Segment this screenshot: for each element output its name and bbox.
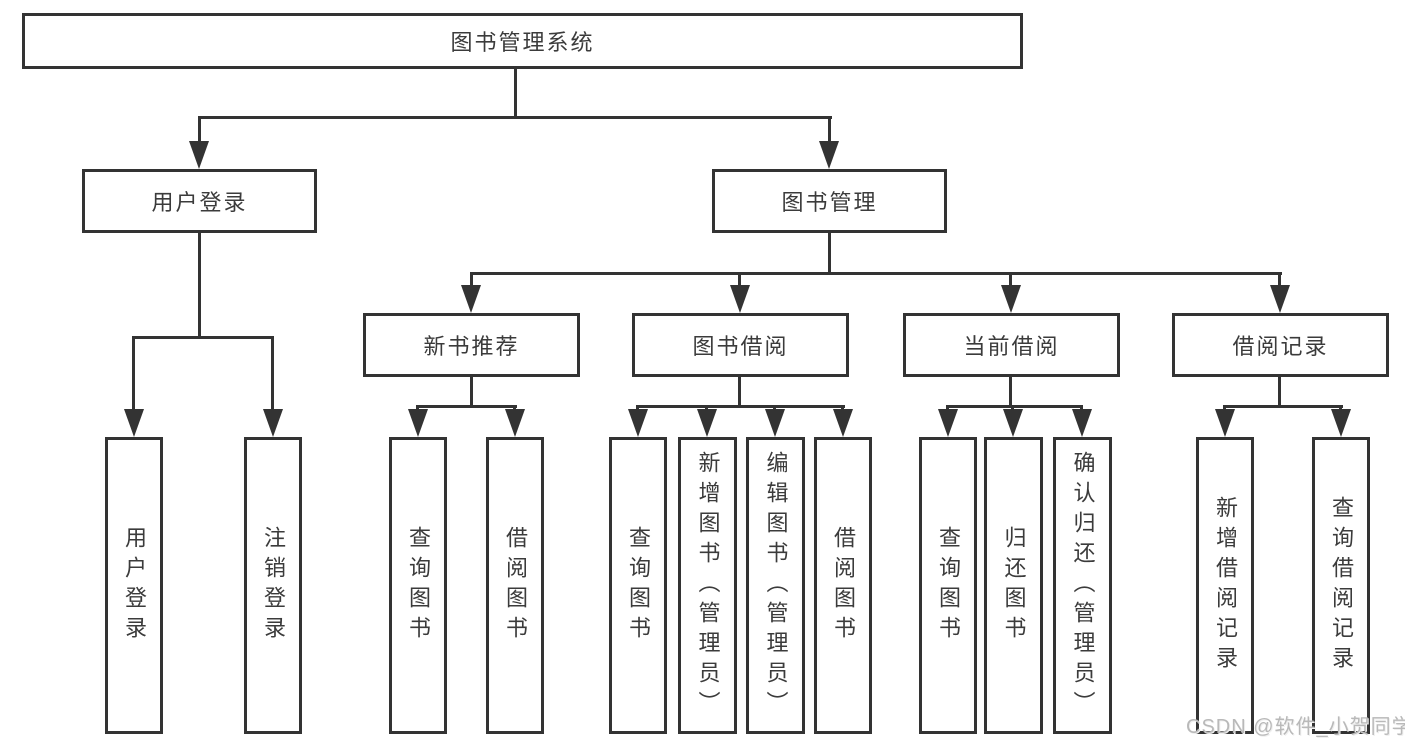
- leaf-label: 编辑图书（管理员）: [763, 450, 789, 721]
- connector-line: [198, 116, 832, 119]
- leaf-add-books-admin: 新增图书（管理员）: [678, 437, 737, 734]
- arrowhead: [1331, 409, 1351, 437]
- node-new-book-recommendation: 新书推荐: [363, 313, 580, 377]
- leaf-label: 注销登录: [261, 525, 286, 646]
- leaf-user-login: 用户登录: [105, 437, 163, 734]
- leaf-label: 确认归还（管理员）: [1070, 450, 1096, 721]
- node-label: 新书推荐: [423, 334, 520, 359]
- node-book-management: 图书管理: [712, 169, 947, 233]
- node-user-login: 用户登录: [82, 169, 317, 233]
- arrowhead: [505, 409, 525, 437]
- arrowhead: [628, 409, 648, 437]
- arrowhead: [765, 409, 785, 437]
- connector-line: [470, 377, 473, 407]
- connector-line: [514, 68, 517, 118]
- connector-line: [1278, 377, 1281, 407]
- leaf-borrow-books-rec: 借阅图书: [486, 437, 544, 734]
- node-borrowing-records: 借阅记录: [1172, 313, 1389, 377]
- leaf-edit-books-admin: 编辑图书（管理员）: [746, 437, 805, 734]
- leaf-borrow-books: 借阅图书: [814, 437, 872, 734]
- arrowhead: [189, 141, 209, 169]
- node-library-management-system: 图书管理系统: [22, 13, 1023, 69]
- arrowhead: [124, 409, 144, 437]
- node-label: 当前借阅: [963, 334, 1060, 359]
- node-book-borrowing: 图书借阅: [632, 313, 849, 377]
- node-label: 借阅记录: [1232, 334, 1329, 359]
- leaf-label: 归还图书: [1001, 525, 1027, 646]
- connector-line: [1223, 405, 1343, 408]
- arrowhead: [461, 285, 481, 313]
- node-label: 用户登录: [151, 190, 248, 215]
- leaf-query-borrow-record: 查询借阅记录: [1312, 437, 1370, 734]
- leaf-label: 借阅图书: [503, 525, 528, 646]
- connector-line: [132, 336, 135, 424]
- leaf-label: 查询借阅记录: [1329, 495, 1354, 676]
- leaf-return-books: 归还图书: [984, 437, 1043, 734]
- leaf-label: 借阅图书: [831, 525, 856, 646]
- leaf-add-borrow-record: 新增借阅记录: [1196, 437, 1254, 734]
- connector-line: [416, 405, 517, 408]
- leaf-label: 查询图书: [626, 525, 651, 646]
- connector-line: [1009, 377, 1012, 407]
- connector-line: [132, 336, 274, 339]
- arrowhead: [938, 409, 958, 437]
- leaf-query-books-rec: 查询图书: [389, 437, 447, 734]
- arrowhead: [697, 409, 717, 437]
- node-label: 图书借阅: [692, 334, 789, 359]
- node-label: 图书管理系统: [450, 30, 595, 55]
- connector-line: [636, 405, 845, 408]
- connector-line: [271, 336, 274, 424]
- leaf-query-books-current: 查询图书: [919, 437, 977, 734]
- connector-line: [470, 272, 1282, 275]
- leaf-query-books-borrow: 查询图书: [609, 437, 667, 734]
- leaf-label: 查询图书: [936, 525, 961, 646]
- connector-line: [198, 233, 201, 337]
- connector-line: [738, 377, 741, 407]
- leaf-logout: 注销登录: [244, 437, 302, 734]
- watermark: CSDN @软件_小贺同学: [1186, 716, 1405, 738]
- connector-line: [828, 233, 831, 274]
- connector-line: [946, 405, 1083, 408]
- arrowhead: [1270, 285, 1290, 313]
- arrowhead: [1003, 409, 1023, 437]
- arrowhead: [263, 409, 283, 437]
- node-label: 图书管理: [781, 190, 878, 215]
- connector-line: [828, 116, 831, 156]
- leaf-label: 新增借阅记录: [1213, 495, 1238, 676]
- leaf-label: 新增图书（管理员）: [695, 450, 721, 721]
- arrowhead: [819, 141, 839, 169]
- arrowhead: [1215, 409, 1235, 437]
- arrowhead: [408, 409, 428, 437]
- leaf-label: 查询图书: [406, 525, 431, 646]
- arrowhead: [1072, 409, 1092, 437]
- node-current-borrowing: 当前借阅: [903, 313, 1120, 377]
- leaf-label: 用户登录: [122, 525, 147, 646]
- arrowhead: [833, 409, 853, 437]
- arrowhead: [1001, 285, 1021, 313]
- connector-line: [198, 116, 201, 156]
- arrowhead: [730, 285, 750, 313]
- leaf-confirm-return-admin: 确认归还（管理员）: [1053, 437, 1112, 734]
